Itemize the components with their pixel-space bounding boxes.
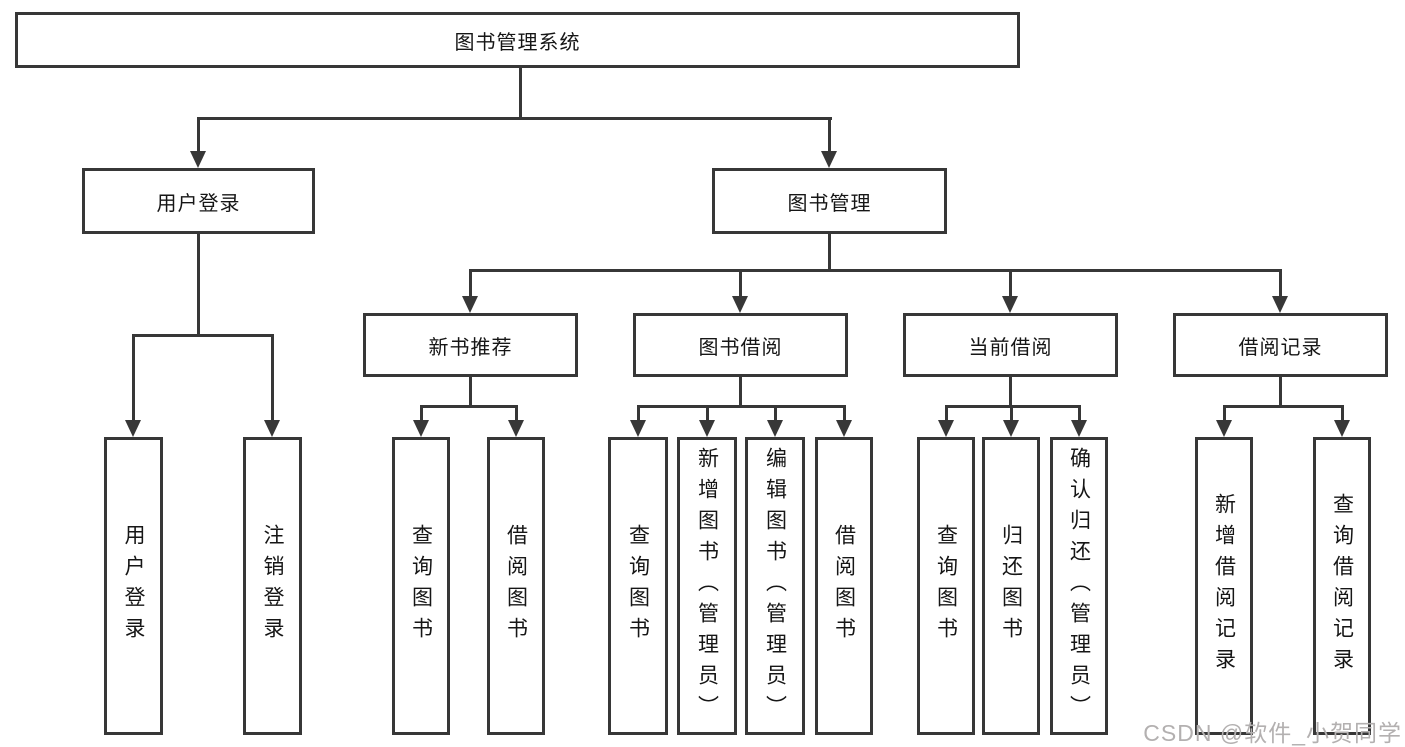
edge-stem-leaf bbox=[1010, 405, 1013, 422]
edge-stem-leaf bbox=[515, 405, 518, 422]
arrow-down-icon bbox=[1002, 296, 1018, 313]
edge-stem-book-management bbox=[828, 117, 831, 153]
leaf-add-borrow-record: 新增借阅记录 bbox=[1195, 437, 1253, 735]
edge-records-hline bbox=[1223, 405, 1343, 408]
node-book-management: 图书管理 bbox=[712, 168, 947, 234]
edge-stem-user-login bbox=[197, 117, 200, 153]
leaf-add-book-admin: 新增图书（管理员） bbox=[677, 437, 737, 735]
csdn-watermark: CSDN @软件_小贺同学 bbox=[1143, 720, 1402, 746]
leaf-borrow-books: 借阅图书 bbox=[815, 437, 873, 735]
arrow-down-icon bbox=[125, 420, 141, 437]
edge-borrow-trunk bbox=[739, 377, 742, 408]
node-book-borrow: 图书借阅 bbox=[633, 313, 848, 377]
arrow-down-icon bbox=[190, 151, 206, 168]
arrow-down-icon bbox=[938, 420, 954, 437]
edge-stem-leaf bbox=[637, 405, 640, 422]
arrow-down-icon bbox=[836, 420, 852, 437]
arrow-down-icon bbox=[732, 296, 748, 313]
arrow-down-icon bbox=[413, 420, 429, 437]
node-user-login: 用户登录 bbox=[82, 168, 315, 234]
node-new-book-recommend: 新书推荐 bbox=[363, 313, 578, 377]
edge-user-login-hline bbox=[132, 334, 274, 337]
leaf-confirm-return-admin: 确认归还（管理员） bbox=[1050, 437, 1108, 735]
leaf-query-borrow-record: 查询借阅记录 bbox=[1313, 437, 1371, 735]
arrow-down-icon bbox=[1003, 420, 1019, 437]
edge-book-management-hline bbox=[469, 269, 1282, 272]
edge-recommend-hline bbox=[420, 405, 517, 408]
arrow-down-icon bbox=[1334, 420, 1350, 437]
edge-stem-level3 bbox=[469, 269, 472, 298]
node-current-borrow: 当前借阅 bbox=[903, 313, 1118, 377]
node-library-system: 图书管理系统 bbox=[15, 12, 1020, 68]
leaf-logout-login: 注销登录 bbox=[243, 437, 302, 735]
arrow-down-icon bbox=[630, 420, 646, 437]
leaf-user-login: 用户登录 bbox=[104, 437, 163, 735]
edge-book-management-trunk bbox=[828, 234, 831, 271]
edge-stem-leaf bbox=[1223, 405, 1226, 422]
node-borrow-records: 借阅记录 bbox=[1173, 313, 1388, 377]
edge-user-login-trunk bbox=[197, 234, 200, 335]
edge-stem-level3 bbox=[1279, 269, 1282, 298]
arrow-down-icon bbox=[1216, 420, 1232, 437]
arrow-down-icon bbox=[1272, 296, 1288, 313]
arrow-down-icon bbox=[264, 420, 280, 437]
leaf-borrow-books: 借阅图书 bbox=[487, 437, 545, 735]
edge-stem-leaf bbox=[843, 405, 846, 422]
leaf-query-books: 查询图书 bbox=[608, 437, 668, 735]
arrow-down-icon bbox=[508, 420, 524, 437]
edge-borrow-hline bbox=[637, 405, 845, 408]
edge-stem-leaf bbox=[132, 334, 135, 422]
edge-stem-leaf bbox=[774, 405, 777, 422]
edge-stem-leaf bbox=[945, 405, 948, 422]
edge-stem-leaf bbox=[1341, 405, 1344, 422]
edge-stem-leaf bbox=[271, 334, 274, 422]
edge-current-trunk bbox=[1009, 377, 1012, 408]
leaf-edit-book-admin: 编辑图书（管理员） bbox=[745, 437, 805, 735]
edge-records-trunk bbox=[1279, 377, 1282, 408]
arrow-down-icon bbox=[821, 151, 837, 168]
arrow-down-icon bbox=[767, 420, 783, 437]
edge-stem-leaf bbox=[1078, 405, 1081, 422]
edge-stem-leaf bbox=[706, 405, 709, 422]
edge-stem-level3 bbox=[739, 269, 742, 298]
edge-recommend-trunk bbox=[469, 377, 472, 408]
arrow-down-icon bbox=[1071, 420, 1087, 437]
edge-root-trunk bbox=[519, 68, 522, 118]
edge-root-hline bbox=[197, 117, 832, 120]
leaf-return-books: 归还图书 bbox=[982, 437, 1040, 735]
edge-stem-leaf bbox=[420, 405, 423, 422]
arrow-down-icon bbox=[699, 420, 715, 437]
edge-stem-level3 bbox=[1009, 269, 1012, 298]
leaf-query-books: 查询图书 bbox=[917, 437, 975, 735]
leaf-query-books: 查询图书 bbox=[392, 437, 450, 735]
arrow-down-icon bbox=[462, 296, 478, 313]
